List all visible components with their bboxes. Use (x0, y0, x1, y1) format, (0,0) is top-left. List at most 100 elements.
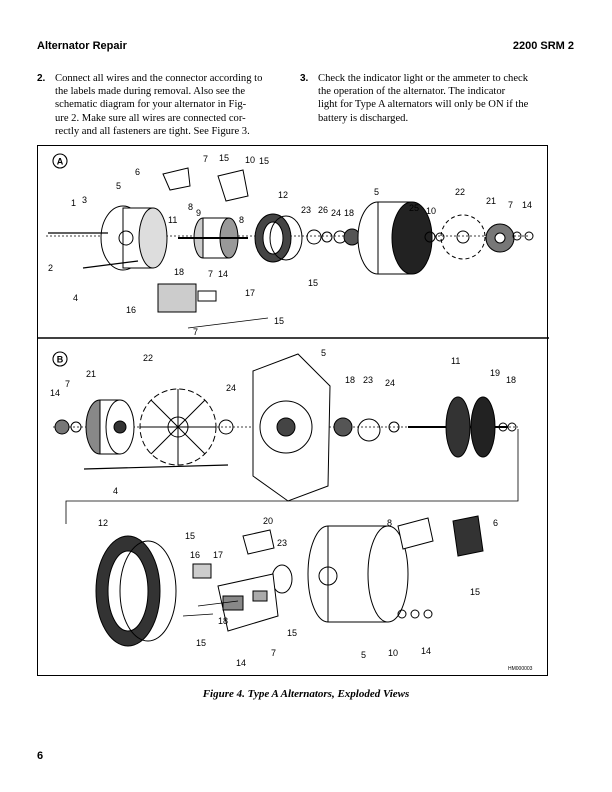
step-2-line: ure 2. Make sure all wires are connected… (55, 112, 246, 124)
rotor-drawing (408, 396, 508, 458)
callout: 5 (321, 348, 326, 358)
callout: 16 (126, 305, 136, 315)
rear-housing-drawing (357, 201, 433, 275)
exploded-view-figure: A B (37, 145, 549, 676)
step-2-line: rectly and all fasteners are tight. See … (55, 125, 250, 137)
callout: 14 (218, 269, 228, 279)
callout: 19 (490, 368, 500, 378)
running-header-left: Alternator Repair (37, 40, 127, 52)
callout: 10 (426, 206, 436, 216)
callout: 14 (236, 658, 246, 668)
callout: 7 (65, 379, 70, 389)
callout: 7 (193, 327, 198, 337)
callout: 21 (86, 369, 96, 379)
callout: 17 (245, 288, 255, 298)
callout: 15 (287, 628, 297, 638)
step-3-number: 3. (300, 73, 309, 84)
front-housing-drawing (100, 205, 168, 271)
step-2-line: the labels made during removal. Also see… (55, 86, 246, 98)
pulley-drawing (85, 399, 135, 455)
callout: 1 (71, 198, 76, 208)
callout: 15 (470, 587, 480, 597)
view-a-parts (46, 167, 534, 329)
callout: 8 (188, 202, 193, 212)
callout: 18 (345, 375, 355, 385)
fan-drawing (440, 214, 486, 260)
svg-text:A: A (57, 157, 64, 167)
callout: 5 (361, 650, 366, 660)
callout: 24 (331, 208, 341, 218)
callout: 23 (277, 538, 287, 548)
callout: 23 (363, 375, 373, 385)
callout: 6 (135, 167, 140, 177)
callout: 12 (278, 190, 288, 200)
callout: 6 (493, 518, 498, 528)
callout: 12 (98, 518, 108, 528)
drive-end-frame-drawing (252, 353, 331, 502)
step-3-line: light for Type A alternators will only b… (318, 99, 529, 111)
callout: 15 (274, 316, 284, 326)
callout: 11 (451, 356, 460, 366)
view-a-badge: A (52, 153, 68, 169)
callout: 15 (219, 153, 229, 163)
view-b-lower-parts (95, 515, 484, 647)
step-3-line: battery is discharged. (318, 112, 409, 124)
callout: 7 (203, 154, 208, 164)
step-3-line: Check the indicator light or the ammeter… (318, 73, 529, 84)
callout: 11 (168, 215, 177, 225)
callout: 10 (388, 648, 398, 658)
callout: 8 (239, 215, 244, 225)
callout: 20 (263, 516, 273, 526)
view-b-upper-parts (53, 353, 519, 524)
callout: 7 (208, 269, 213, 279)
view-b-lower-callouts: 12 15 20 16 17 23 8 6 15 18 15 15 7 14 5… (98, 516, 498, 668)
callout: 22 (455, 187, 465, 197)
callout: 4 (73, 293, 78, 303)
callout: 18 (218, 616, 228, 626)
step-2-line: schematic diagram for your alternator in… (55, 99, 247, 111)
callout: 17 (213, 550, 223, 560)
callout: 18 (344, 208, 354, 218)
callout: 15 (308, 278, 318, 288)
step-2-text: Connect all wires and the connector acco… (55, 72, 282, 138)
callout: 24 (385, 378, 395, 388)
callout: 24 (226, 383, 236, 393)
view-b-badge: B (52, 351, 68, 367)
callout: 26 (318, 205, 328, 215)
callout: 25 (409, 203, 419, 213)
step-3: 3. Check the indicator light or the amme… (300, 72, 546, 128)
callout: 2 (48, 263, 53, 273)
callout: 5 (374, 187, 379, 197)
callout: 18 (174, 267, 184, 277)
callout: 5 (116, 181, 121, 191)
callout: 4 (113, 486, 118, 496)
callout: 14 (50, 388, 60, 398)
regulator-bracket-drawing (217, 573, 279, 632)
stator-drawing (254, 213, 303, 263)
callout: 14 (522, 200, 532, 210)
callout: 15 (196, 638, 206, 648)
callout: 9 (196, 208, 201, 218)
callout: 23 (301, 205, 311, 215)
callout: 21 (486, 196, 496, 206)
callout: 7 (271, 648, 276, 658)
fan-drawing (139, 388, 217, 466)
callout: 14 (421, 646, 431, 656)
callout: 7 (508, 200, 513, 210)
running-header-right: 2200 SRM 2 (512, 40, 574, 52)
svg-text:B: B (57, 355, 64, 365)
callout: 15 (185, 531, 195, 541)
exploded-view-drawing: A B (38, 153, 549, 672)
callout: 22 (143, 353, 153, 363)
callout: 8 (387, 518, 392, 528)
slip-ring-end-frame-drawing (307, 525, 409, 623)
callout: 16 (190, 550, 200, 560)
rotor-drawing (178, 217, 248, 259)
figure-caption: Figure 4. Type A Alternators, Exploded V… (202, 688, 410, 700)
step-2: 2. Connect all wires and the connector a… (37, 72, 282, 138)
callout: 18 (506, 375, 516, 385)
step-2-line: Connect all wires and the connector acco… (55, 73, 263, 84)
callout: 10 (245, 155, 255, 165)
callout: 15 (259, 156, 269, 166)
view-b-upper-callouts: 14 7 21 22 24 5 18 23 24 11 19 18 4 (50, 348, 516, 496)
